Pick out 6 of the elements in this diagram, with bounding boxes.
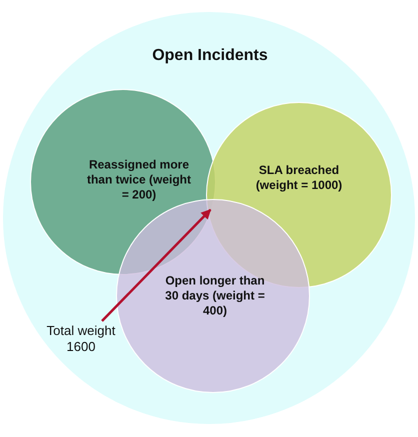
leader-arrow xyxy=(101,208,212,322)
set-label: Reassigned more than twice (weight = 200) xyxy=(86,158,192,202)
universe-label: Open Incidents xyxy=(151,46,269,66)
set-label: SLA breached (weight = 1000) xyxy=(254,163,344,193)
set-label: Open longer than 30 days (weight = 400) xyxy=(165,274,265,318)
callout-text: Total weight 1600 xyxy=(31,322,131,356)
